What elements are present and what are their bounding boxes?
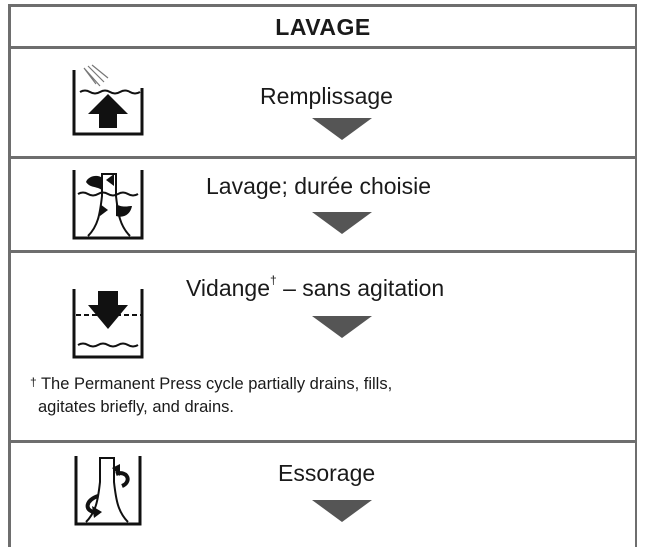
down-arrow-icon [312,316,372,338]
step-label-remplissage: Remplissage [260,83,393,109]
step-label-vidange: Vidange† – sans agitation [186,273,445,302]
header-divider [8,46,637,49]
step-label-lavage: Lavage; durée choisie [206,173,432,199]
footnote-dagger: † [270,273,277,287]
step-label-essorage: Essorage [278,460,376,486]
row-divider-1 [8,156,637,159]
row-divider-2 [8,250,637,253]
footnote-line-2: agitates briefly, and drains. [38,398,234,416]
left-border [8,4,11,547]
top-border [8,4,637,7]
tub-agitate-icon [72,170,144,240]
down-arrow-icon [312,212,372,234]
right-border [635,4,637,547]
footnote-mark: † [30,375,37,389]
footnote-line-1: † The Permanent Press cycle partially dr… [30,375,393,393]
tub-drain-icon [72,289,144,359]
step-label-vidange-text: Vidange [186,275,270,301]
tub-fill-icon [72,64,144,136]
step-label-vidange-suffix: – sans agitation [276,275,445,301]
down-arrow-icon [312,118,372,140]
down-arrow-icon [312,500,372,522]
section-title: LAVAGE [275,14,371,40]
spin-icon [74,456,142,526]
row-divider-3 [8,440,637,443]
footnote: † The Permanent Press cycle partially dr… [30,373,392,419]
